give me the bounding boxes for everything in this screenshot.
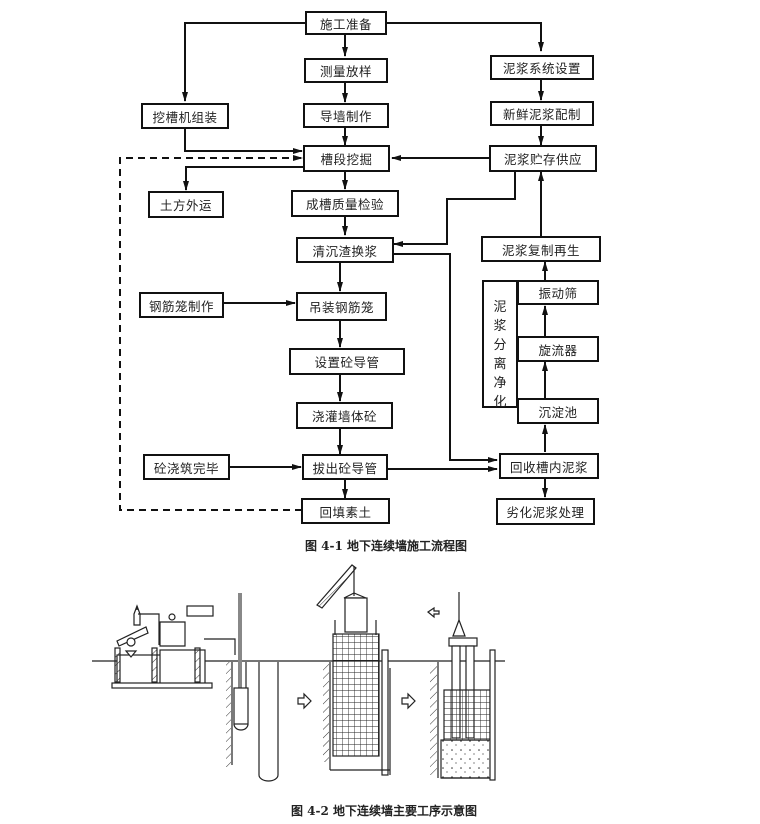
separation-char: 化: [493, 395, 507, 410]
flowchart-connectors: [119, 22, 548, 511]
node-fresh-slurry: 新鲜泥浆配制: [490, 101, 594, 126]
separation-char: 分: [493, 338, 507, 353]
node-tremie-remove: 拔出砼导管: [302, 454, 388, 480]
stage-arrow-icon: [297, 692, 312, 710]
figure1-caption: 图 4-1 地下连续墙施工流程图: [305, 539, 468, 553]
connector-excavation-to-spoil: [183, 166, 304, 191]
node-guide-wall: 导墙制作: [303, 103, 389, 128]
excavating-trench: [226, 593, 279, 782]
node-spoil-removal: 土方外运: [148, 191, 224, 218]
node-prep: 施工准备: [305, 11, 387, 35]
node-rebar-fabrication: 钢筋笼制作: [139, 292, 224, 318]
node-slurry-system: 泥浆系统设置: [490, 55, 594, 80]
node-bad-slurry: 劣化泥浆处理: [496, 498, 595, 525]
node-trench-inspection: 成槽质量检验: [291, 190, 399, 217]
connector-desanding-to-recovery: [394, 253, 498, 463]
node-slurry-storage: 泥浆贮存供应: [489, 145, 597, 172]
node-excavator-assembly: 挖槽机组装: [141, 103, 229, 129]
node-slurry-regeneration: 泥浆复制再生: [481, 236, 601, 262]
node-concrete-pour: 浇灌墙体砼: [296, 402, 393, 429]
node-separation-group: 泥 浆 分 离 净 化: [482, 280, 518, 410]
separation-char: 浆: [493, 319, 507, 334]
node-shaker: 振动筛: [517, 280, 599, 305]
separation-char: 离: [493, 357, 507, 372]
slurry-plant: [111, 604, 236, 689]
node-tremie-install: 设置砼导管: [289, 348, 405, 375]
node-desanding: 清沉渣换浆: [296, 237, 394, 263]
node-rebar-hoisting: 吊装钢筋笼: [296, 292, 387, 321]
stage-arrow-icon: [401, 692, 416, 710]
connector-excavator-to-excavation: [184, 129, 303, 154]
separation-char: 泥: [493, 300, 507, 315]
rebar-cage-stage: [316, 564, 391, 776]
figure2-caption: 图 4-2 地下连续墙主要工序示意图: [291, 804, 478, 818]
connector-prep-to-excavator: [182, 22, 306, 102]
node-survey: 测量放样: [304, 58, 388, 83]
node-pour-complete: 砼浇筑完毕: [143, 454, 230, 480]
concreting-stage: [426, 592, 496, 781]
connector-storage-to-desanding: [393, 171, 516, 247]
node-backfill: 回填素土: [301, 498, 390, 524]
separation-char: 净: [493, 376, 507, 391]
connector-backfill-to-excavation-dashed: [119, 155, 303, 511]
node-slurry-recovery: 回收槽内泥浆: [499, 453, 599, 479]
connector-prep-to-slurry-system: [387, 22, 544, 52]
node-cyclone: 旋流器: [517, 336, 599, 362]
node-trench-excavation: 槽段挖掘: [303, 145, 390, 172]
node-settling-tank: 沉淀池: [517, 398, 599, 424]
